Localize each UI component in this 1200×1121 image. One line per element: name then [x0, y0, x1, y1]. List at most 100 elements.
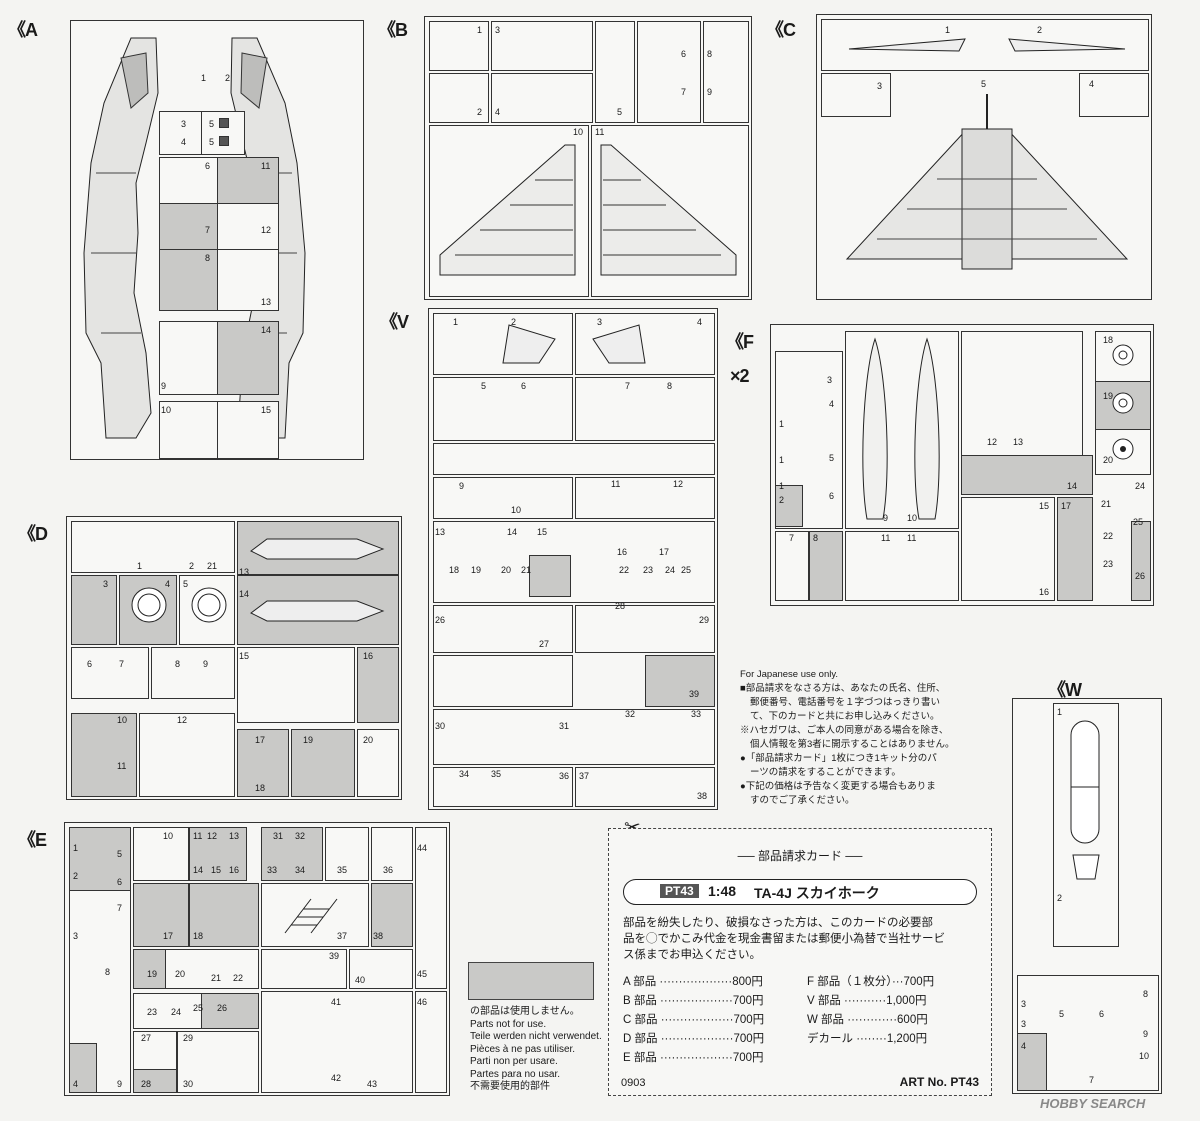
part-number: 2: [1057, 893, 1063, 903]
part-number: 7: [681, 87, 687, 97]
part-number: 4: [1089, 79, 1095, 89]
fuselage-left-part: [83, 37, 159, 439]
sprue-v-row-2b: [575, 377, 715, 441]
part-number: 39: [329, 951, 340, 961]
sprue-f-cell-7: [775, 531, 809, 601]
wing-right-part: [600, 144, 737, 276]
part-number: 2: [189, 561, 195, 571]
unused-legend-line: Partes para no usar.: [470, 1068, 561, 1080]
part-number: 38: [373, 931, 384, 941]
sprue-v-row-4: [433, 477, 573, 519]
price-row: F 部品（１枚分）···700円: [807, 976, 935, 988]
part-number: 28: [615, 601, 626, 611]
card-description: 部品を紛失したり、破損なさった方は、このカードの必要部 品を◯でかこみ代金を現金…: [623, 915, 945, 963]
part-number: 3: [495, 25, 501, 35]
part-number: 5: [1059, 1009, 1065, 1019]
part-number: 18: [255, 783, 266, 793]
part-number: 5: [481, 381, 487, 391]
part-number: 1: [477, 25, 483, 35]
part-number: 3: [73, 931, 79, 941]
sprue-e-cell-1: [69, 827, 131, 891]
part-number: 4: [697, 317, 703, 327]
part-number: 13: [261, 297, 272, 307]
part-number: 12: [673, 479, 684, 489]
sprue-f-multiplier: ×2: [730, 366, 750, 386]
part-number: 31: [559, 721, 570, 731]
part-number: 36: [383, 865, 394, 875]
part-number: 2: [511, 317, 517, 327]
part-number: 1: [453, 317, 459, 327]
part-number: 29: [183, 1033, 194, 1043]
sprue-d-cell-3: [71, 575, 117, 645]
part-number: 10: [573, 127, 584, 137]
part-number: 8: [813, 533, 819, 543]
part-number: 19: [1103, 391, 1114, 401]
part-number: 9: [707, 87, 713, 97]
price-row: V 部品 ···········1,000円: [807, 995, 927, 1007]
part-number: 14: [1067, 481, 1078, 491]
sprue-c-cell-4: [1079, 73, 1149, 117]
part-number: 31: [273, 831, 284, 841]
part-number: 3: [181, 119, 187, 129]
part-number: 2: [73, 871, 79, 881]
sprue-f-label: 《F: [726, 332, 754, 352]
part-number: 13: [239, 567, 250, 577]
part-number: 32: [295, 831, 306, 841]
price-row: D 部品 ···················700円: [623, 1033, 765, 1045]
part-number: 15: [537, 527, 548, 537]
part-number: 19: [471, 565, 482, 575]
sprue-e-cell-26: [201, 993, 259, 1029]
sprue-a-cell-15: [217, 401, 279, 459]
part-number: 20: [1103, 455, 1114, 465]
part-number: 13: [1013, 437, 1024, 447]
part-number: 22: [1103, 531, 1114, 541]
unused-legend-line: Pièces à ne pas utiliser.: [470, 1043, 576, 1055]
windscreen-clear-part: [1072, 854, 1100, 880]
part-number: 11: [261, 161, 271, 171]
sprue-v-frame: 1 2 3 4 5 6 7 8 9 10 11 12 13 14 15 16 1…: [428, 308, 718, 810]
part-number: 6: [1099, 1009, 1105, 1019]
sprue-a-cell-12: [217, 203, 279, 251]
sprue-d-cell-10-11: [71, 713, 137, 797]
part-number: 3: [103, 579, 109, 589]
sprue-d-cell-19: [291, 729, 355, 797]
part-number: 20: [175, 969, 186, 979]
card-art-number: ART No. PT43: [899, 1075, 979, 1089]
card-product-banner: PT43 1:48 TA-4J スカイホーク: [623, 879, 977, 905]
sprue-a-cell-6: [159, 157, 219, 205]
sprue-v-row-7: [433, 655, 573, 707]
notes-line: て、下のカードと共にお申し込みください。: [750, 711, 940, 722]
part-number: 10: [117, 715, 128, 725]
sprue-v-row-9: [433, 767, 573, 807]
sprue-c-label: 《C: [766, 20, 796, 40]
sprue-v-row-8: [433, 709, 715, 765]
part-number: 24: [1135, 481, 1146, 491]
sprue-b-cell-6-7: [637, 21, 701, 123]
sprue-f-cell-26: [1131, 521, 1151, 601]
sprue-d-label: 《D: [18, 524, 48, 544]
part-number: 4: [1021, 1041, 1027, 1051]
part-number: 1: [1057, 707, 1063, 717]
price-row: デカール ········1,200円: [807, 1033, 928, 1045]
sprue-e-cell-29-30: [177, 1031, 259, 1093]
part-number: 2: [225, 73, 231, 83]
part-number: 16: [363, 651, 374, 661]
part-number: 22: [619, 565, 630, 575]
sprue-e-cell-10: [133, 827, 189, 881]
sprue-w-cell-4: [1017, 1033, 1047, 1091]
part-number: 6: [681, 49, 687, 59]
sprue-v-label: 《V: [380, 312, 409, 332]
part-number: 16: [1039, 587, 1050, 597]
part-number: 33: [691, 709, 702, 719]
sprue-f-cell-17: [1057, 497, 1093, 601]
part-number: 17: [1061, 501, 1072, 511]
sprue-v-row-2: [433, 377, 573, 441]
part-number: 23: [643, 565, 654, 575]
sprue-e-cell-4: [69, 1043, 97, 1093]
price-row: E 部品 ···················700円: [623, 1052, 764, 1064]
part-number: 1: [137, 561, 143, 571]
sprue-e-cell-20-22: [165, 949, 259, 989]
price-row: B 部品 ···················700円: [623, 995, 764, 1007]
flap-left-part: [848, 38, 966, 52]
drop-tank-part: [914, 337, 940, 520]
